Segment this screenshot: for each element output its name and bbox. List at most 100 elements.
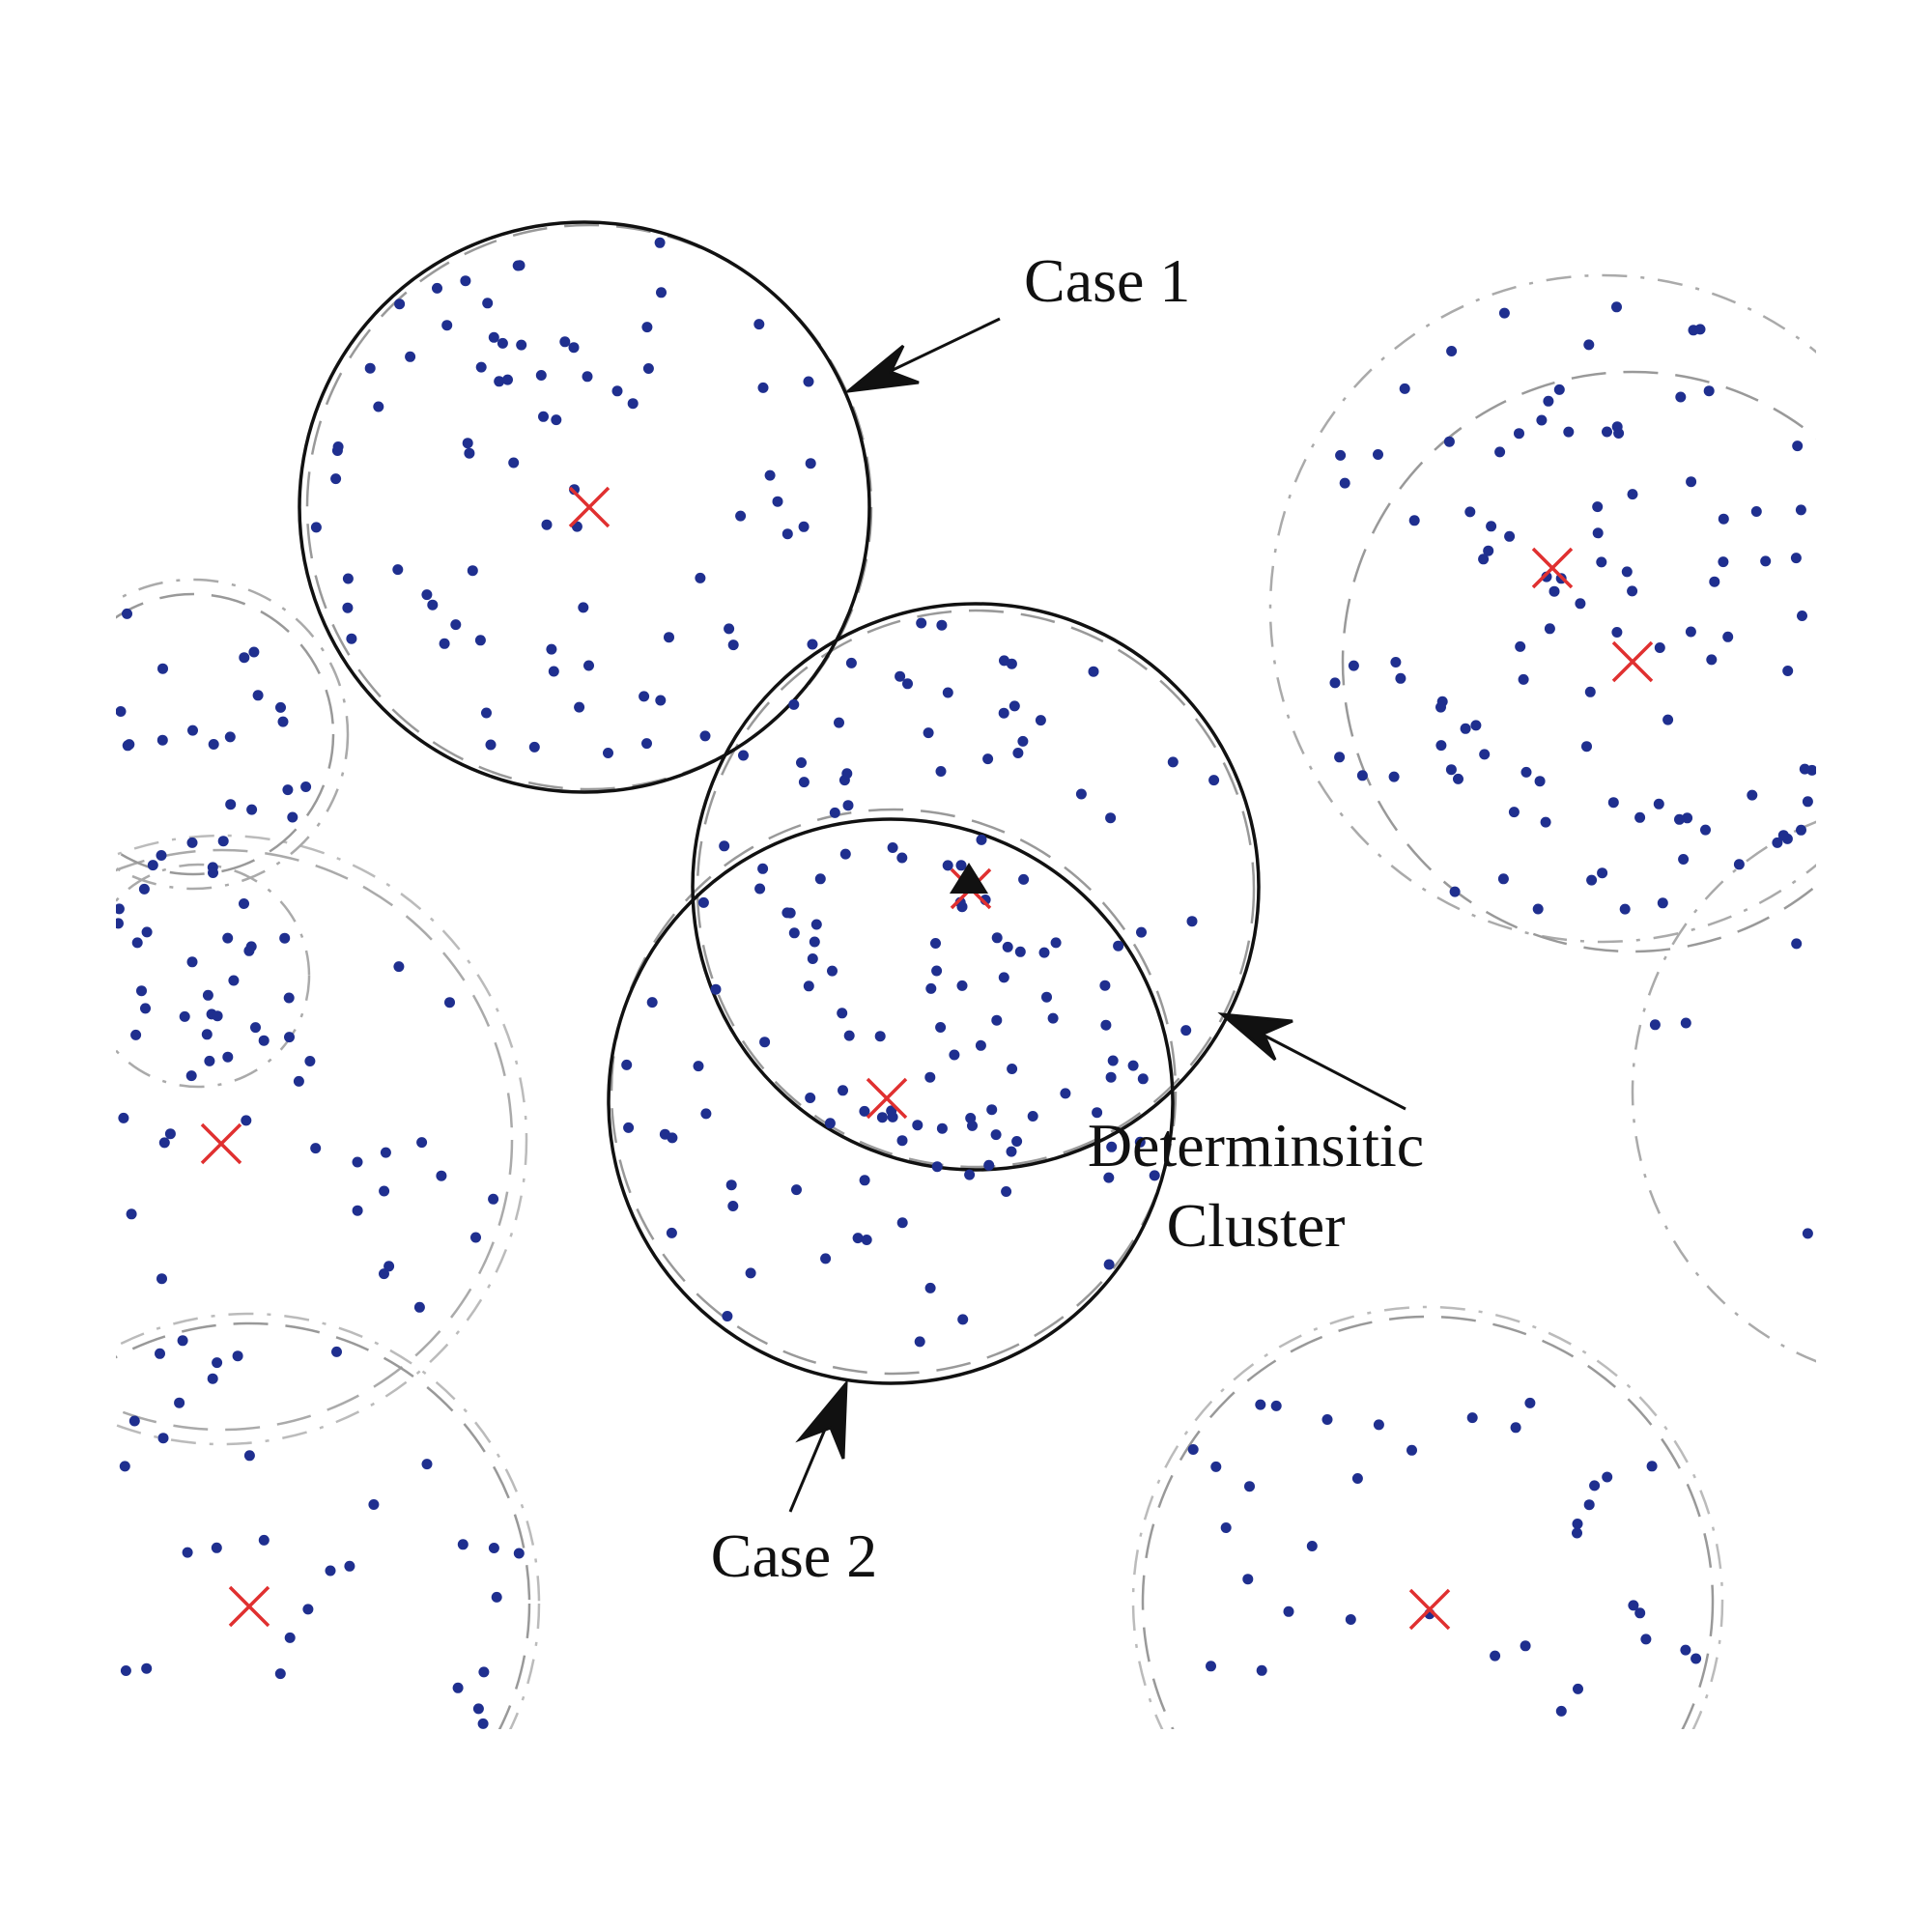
- data-point: [1103, 1172, 1115, 1183]
- data-point: [859, 1105, 870, 1117]
- data-point: [1628, 1600, 1639, 1611]
- data-point: [1483, 545, 1494, 556]
- data-point: [1543, 395, 1554, 407]
- data-point: [202, 989, 213, 1001]
- data-point: [514, 260, 526, 271]
- data-point: [1255, 1399, 1266, 1410]
- data-point: [664, 632, 674, 643]
- data-point: [368, 1499, 380, 1510]
- data-point: [983, 1159, 995, 1171]
- data-point: [1573, 1683, 1583, 1694]
- data-point: [157, 663, 168, 674]
- data-point: [1520, 1640, 1531, 1652]
- data-point: [436, 1170, 447, 1181]
- data-point: [185, 1070, 197, 1082]
- data-point: [1017, 735, 1029, 747]
- data-point: [621, 1059, 633, 1070]
- data-point: [1520, 766, 1532, 778]
- center-x-icon: [200, 1122, 242, 1165]
- data-point: [693, 1061, 704, 1072]
- data-point: [1514, 428, 1524, 440]
- data-point: [1772, 837, 1783, 848]
- data-point: [179, 1010, 190, 1022]
- data-point: [470, 1232, 481, 1243]
- data-point: [781, 907, 793, 919]
- deterministic-arrow: [1217, 1012, 1406, 1111]
- data-point: [1572, 1527, 1582, 1539]
- cluster-circle: [1141, 1315, 1715, 1729]
- data-point: [478, 1666, 490, 1678]
- data-point: [1680, 1017, 1691, 1029]
- cluster-circle: [1268, 273, 1816, 944]
- data-point: [895, 670, 906, 682]
- data-point: [829, 807, 840, 818]
- data-point: [212, 1010, 223, 1022]
- data-point: [128, 1415, 140, 1427]
- data-point: [541, 519, 553, 530]
- data-point: [481, 707, 492, 719]
- data-point: [1103, 1259, 1115, 1270]
- cluster-circle: [1631, 820, 1816, 1363]
- data-point: [1678, 854, 1690, 865]
- background-clusters: [116, 223, 1816, 1729]
- data-point: [1127, 1060, 1139, 1071]
- data-point: [1007, 1064, 1018, 1074]
- data-point: [1597, 867, 1608, 879]
- data-point: [1435, 701, 1446, 713]
- data-point: [282, 784, 294, 796]
- data-point: [1634, 1607, 1646, 1619]
- data-point: [1075, 788, 1087, 800]
- data-point: [302, 1604, 314, 1615]
- data-point: [304, 1056, 316, 1066]
- data-point: [1335, 449, 1347, 461]
- data-point: [935, 766, 947, 777]
- data-point: [559, 336, 571, 348]
- data-point: [583, 660, 594, 671]
- data-point: [551, 414, 562, 426]
- data-point: [274, 1668, 286, 1680]
- data-point: [1718, 556, 1729, 568]
- data-point: [805, 458, 816, 469]
- data-point: [441, 320, 453, 331]
- data-point: [182, 1547, 193, 1558]
- data-point: [1536, 414, 1548, 426]
- data-point: [842, 800, 854, 811]
- data-point: [843, 1030, 855, 1041]
- data-point: [942, 687, 953, 698]
- cluster-circle: [1341, 370, 1816, 953]
- data-point: [1490, 1650, 1501, 1662]
- data-point: [1690, 1653, 1702, 1664]
- case-2-circle: [607, 817, 1175, 1385]
- data-point: [757, 863, 769, 874]
- data-point: [124, 739, 135, 751]
- data-point: [310, 522, 322, 533]
- data-point: [174, 1397, 185, 1408]
- data-point: [803, 980, 814, 992]
- data-point: [394, 298, 406, 310]
- data-point: [852, 1233, 864, 1244]
- data-point: [1105, 1071, 1117, 1083]
- data-point: [1206, 1661, 1216, 1672]
- data-point: [246, 804, 258, 815]
- data-point: [1613, 428, 1625, 439]
- data-point: [845, 657, 857, 668]
- data-point: [1581, 741, 1592, 753]
- data-point: [177, 1335, 188, 1347]
- data-point: [745, 1267, 756, 1279]
- data-point: [861, 1235, 872, 1245]
- data-point: [654, 237, 666, 248]
- data-point: [759, 1037, 771, 1048]
- data-point: [352, 1156, 363, 1168]
- data-point: [1270, 1400, 1282, 1411]
- case-1-label: Case 1: [1024, 246, 1190, 315]
- data-point: [1508, 807, 1520, 818]
- data-point: [1105, 812, 1117, 824]
- data-point: [1486, 521, 1497, 532]
- data-point: [217, 836, 229, 847]
- data-point: [1180, 1025, 1192, 1037]
- data-point: [1453, 773, 1463, 784]
- data-point: [859, 1175, 870, 1186]
- data-point: [283, 992, 295, 1004]
- data-point: [1334, 752, 1346, 763]
